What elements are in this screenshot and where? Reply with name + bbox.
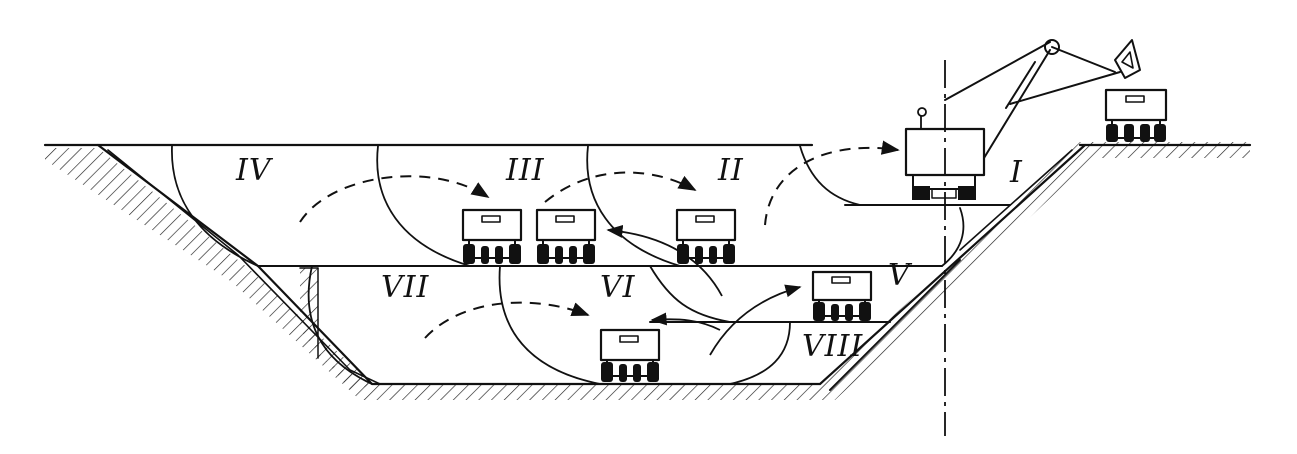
ground-hatching: [45, 142, 1250, 400]
zone-label-vii: VII: [381, 270, 430, 305]
dump-truck: [675, 208, 737, 264]
digging-arcs: [171, 145, 965, 385]
zone-label-iii: III: [505, 153, 545, 188]
dashed-trajectories: [299, 140, 900, 339]
zone-label-ii: II: [717, 153, 744, 188]
zone-label-i: I: [1009, 155, 1023, 190]
zone-label-iv: IV: [235, 153, 274, 188]
dump-truck: [811, 270, 873, 321]
dump-truck: [461, 208, 523, 264]
zone-label-vi: VI: [600, 270, 636, 305]
zone-label-v: V: [888, 258, 913, 293]
bench-lines: [257, 204, 1011, 359]
dump-truck: [599, 328, 661, 382]
zone-label-viii: VIII: [802, 329, 863, 364]
machine-movement-arrows: [606, 224, 802, 356]
dump-truck: [1104, 88, 1168, 142]
dump-truck: [535, 208, 597, 264]
